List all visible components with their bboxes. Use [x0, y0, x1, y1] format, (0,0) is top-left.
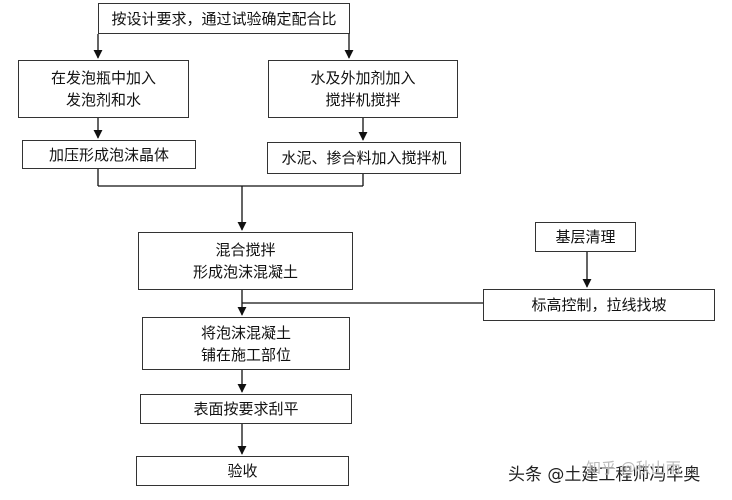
step-text-line2: 搅拌机搅拌 — [325, 91, 401, 109]
step-text-line1: 将泡沫混凝土 — [200, 323, 291, 342]
step-cement-admixture: 水泥、掺合料加入搅拌机 — [267, 142, 461, 174]
step-text: 验收 — [227, 462, 258, 480]
step-water-additive: 水及外加剂加入 搅拌机搅拌 — [268, 60, 458, 118]
step-text: 水泥、掺合料加入搅拌机 — [281, 149, 447, 167]
step-elevation: 标高控制，拉线找坡 — [483, 289, 715, 321]
step-acceptance: 验收 — [136, 456, 349, 486]
watermark-text: 头条 @土建工程师冯华奥 — [508, 465, 701, 485]
step-pressurize: 加压形成泡沫晶体 — [22, 140, 196, 169]
step-text-line1: 在发泡瓶中加入 — [50, 69, 156, 87]
step-text-line2: 铺在施工部位 — [200, 345, 291, 364]
step-design-ratio: 按设计要求，通过试验确定配合比 — [98, 3, 350, 34]
step-text-line2: 形成泡沫混凝土 — [192, 263, 298, 281]
step-text-line1: 水及外加剂加入 — [310, 69, 416, 87]
step-text-line1: 混合搅拌 — [215, 241, 276, 259]
step-base-clean: 基层清理 — [535, 222, 636, 252]
step-text: 加压形成泡沫晶体 — [48, 145, 169, 164]
watermark: 知乎 @秋山雨 头条 @土建工程师冯华奥 — [508, 459, 701, 485]
step-text: 标高控制，拉线找坡 — [531, 296, 667, 314]
step-text: 按设计要求，通过试验确定配合比 — [111, 9, 337, 28]
step-mix: 混合搅拌 形成泡沫混凝土 — [138, 232, 353, 290]
step-text: 表面按要求刮平 — [193, 400, 299, 418]
step-text-line2: 发泡剂和水 — [65, 91, 141, 109]
step-foam-bottle: 在发泡瓶中加入 发泡剂和水 — [18, 60, 189, 118]
step-level-surface: 表面按要求刮平 — [140, 394, 352, 424]
step-pave: 将泡沫混凝土 铺在施工部位 — [142, 317, 350, 370]
watermark-faint: 知乎 @秋山雨 — [586, 459, 681, 477]
step-text: 基层清理 — [555, 228, 616, 246]
